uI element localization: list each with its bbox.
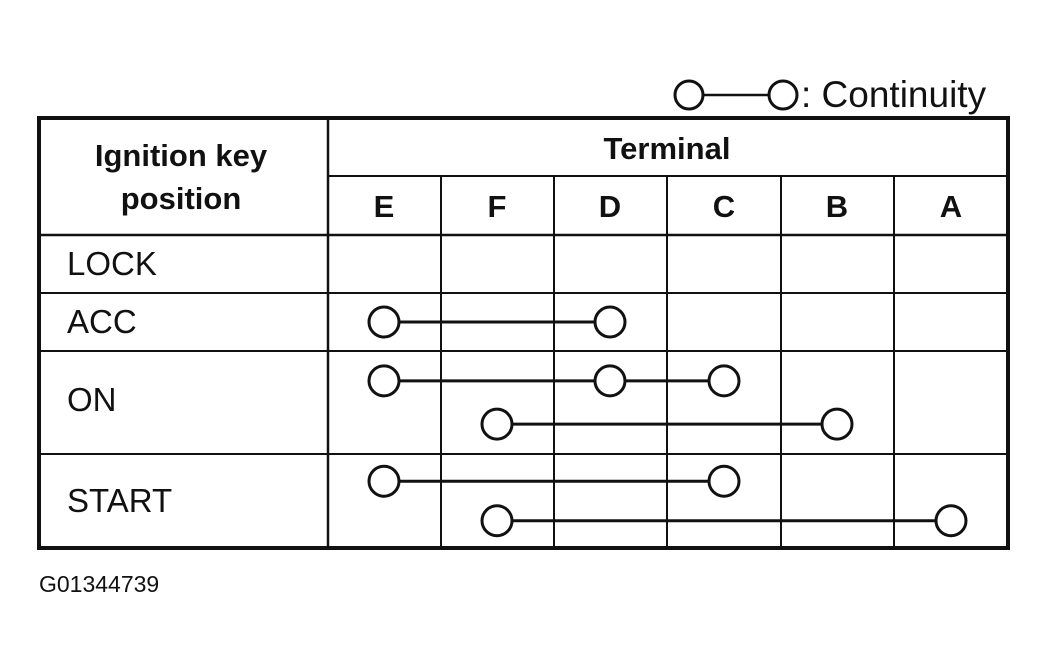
terminal-label-e: E: [374, 189, 395, 224]
terminal-circle-start-e: [367, 464, 401, 498]
terminal-label-c: C: [713, 189, 735, 224]
terminal-circle-acc-d: [593, 305, 627, 339]
terminal-circle-on-d: [593, 364, 627, 398]
terminal-label-b: B: [826, 189, 848, 224]
legend-circle-right: [767, 79, 799, 111]
continuity-connections: [367, 305, 968, 538]
row-label-start: START: [67, 482, 172, 519]
terminal-circle-on-b: [820, 407, 854, 441]
terminal-label-f: F: [488, 189, 507, 224]
terminal-circle-on-f: [480, 407, 514, 441]
terminal-label-a: A: [940, 189, 962, 224]
terminal-labels: E F D C B A: [374, 189, 963, 224]
legend-circle-left: [673, 79, 705, 111]
terminal-circle-acc-e: [367, 305, 401, 339]
terminal-circle-on-c: [707, 364, 741, 398]
row-label-lock: LOCK: [67, 245, 157, 282]
header-key-position-line1: Ignition key: [95, 138, 268, 173]
terminal-circle-start-a: [934, 504, 968, 538]
row-label-on: ON: [67, 381, 117, 418]
row-label-acc: ACC: [67, 303, 137, 340]
row-labels: LOCK ACC ON START: [67, 245, 172, 519]
terminal-circle-start-f: [480, 504, 514, 538]
header-key-position-line2: position: [121, 181, 242, 216]
terminal-label-d: D: [599, 189, 621, 224]
continuity-table: [37, 116, 1010, 550]
figure-code: G01344739: [39, 571, 159, 597]
header-terminal: Terminal: [604, 131, 731, 166]
legend: : Continuity: [673, 74, 987, 115]
table-border: [37, 116, 1010, 550]
legend-label: : Continuity: [801, 74, 987, 115]
terminal-circle-start-c: [707, 464, 741, 498]
terminal-circle-on-e: [367, 364, 401, 398]
